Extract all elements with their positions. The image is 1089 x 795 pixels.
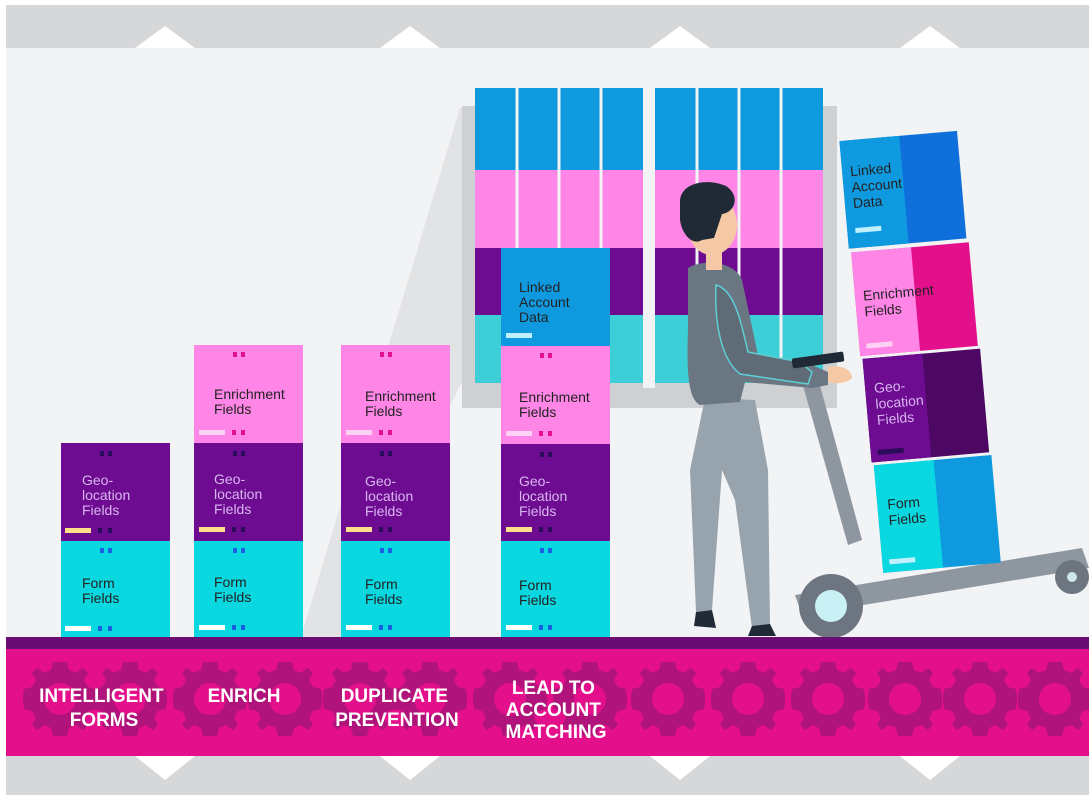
belt-top-rail: [6, 637, 1089, 649]
worker-figure: [680, 182, 852, 636]
floor: [6, 756, 1089, 795]
roof: [6, 5, 1089, 48]
box-label-linked-truck: LinkedAccountData: [849, 159, 904, 211]
box-label-enrich-truck: EnrichmentFields: [862, 281, 935, 319]
stack-intelligent-forms: [61, 443, 170, 637]
truck-stack: LinkedAccountData EnrichmentFields Geo-l…: [839, 130, 1001, 573]
box-tags: [65, 333, 552, 631]
box-label-form-truck: FormFields: [887, 493, 927, 528]
stage-label-lead-to-account: LEAD TO ACCOUNT MATCHING: [506, 678, 607, 743]
stage-label-intelligent-forms: INTELLIGENT FORMS: [39, 686, 169, 731]
hand-truck: [795, 378, 1089, 638]
box-label-geo-truck: Geo-locationFields: [873, 376, 925, 428]
stage-label-duplicate-prevention: DUPLICATE PREVENTION: [335, 686, 459, 731]
stack-lead-to-account: [501, 248, 610, 637]
stack-enrich: [194, 345, 303, 637]
stack-duplicate-prevention: [341, 345, 450, 637]
stage-label-enrich: ENRICH: [208, 686, 281, 707]
